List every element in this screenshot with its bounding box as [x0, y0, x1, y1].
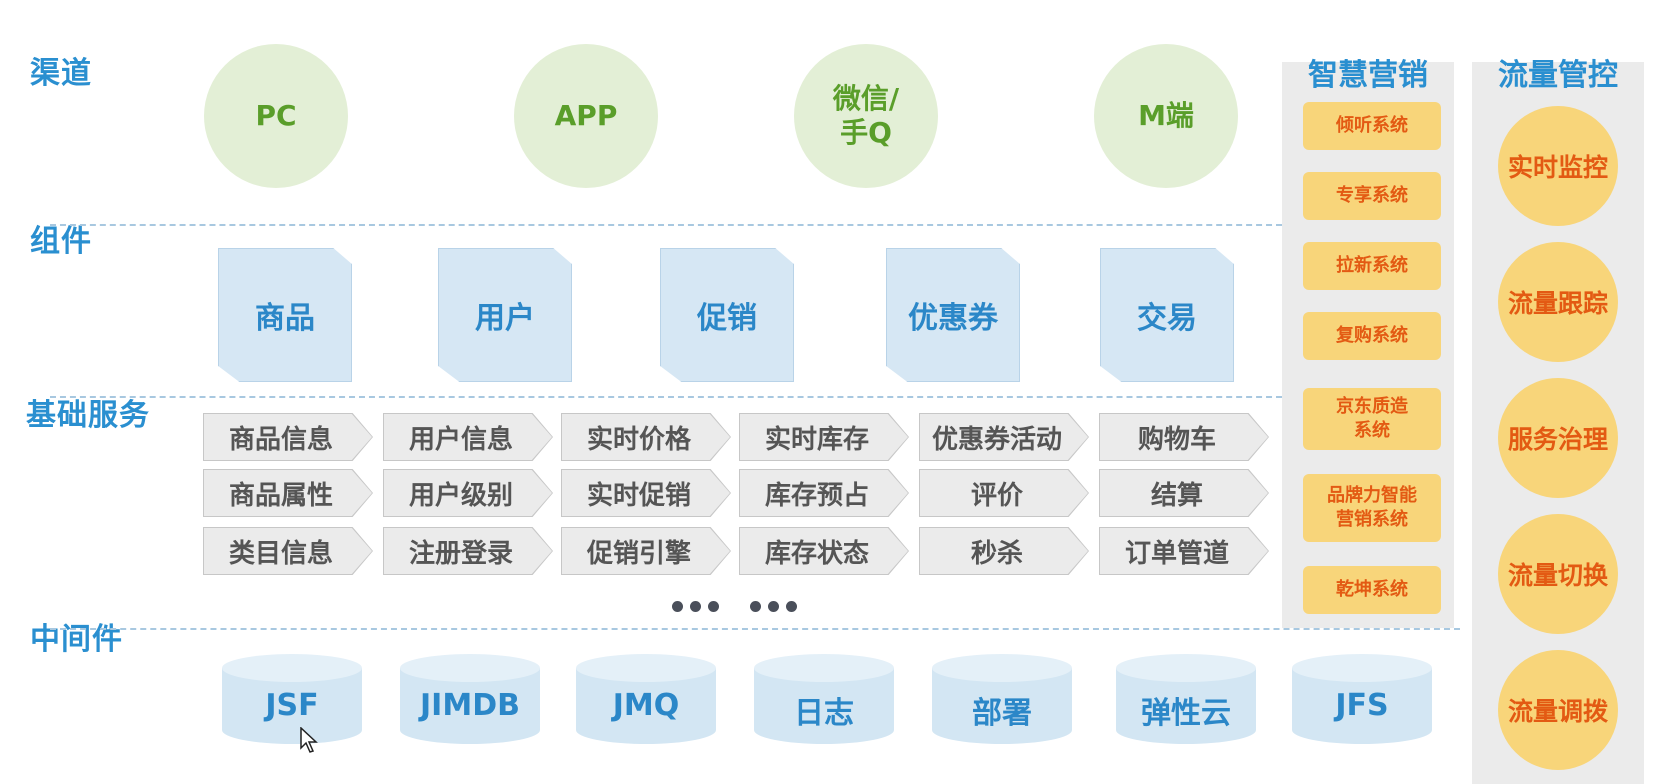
service-item: 评价 — [920, 470, 1088, 516]
service-item: 秒杀 — [920, 528, 1088, 574]
cylinder-top — [1116, 654, 1256, 682]
service-item: 实时库存 — [740, 414, 908, 460]
layer-label-components: 组件 — [30, 224, 92, 259]
service-item: 商品信息 — [204, 414, 372, 460]
divider-services-middleware — [50, 628, 1460, 630]
service-item: 实时促销 — [562, 470, 730, 516]
middleware-label: JMQ — [612, 688, 680, 723]
service-item: 购物车 — [1100, 414, 1268, 460]
layer-label-channels: 渠道 — [30, 56, 92, 91]
service-item: 订单管道 — [1100, 528, 1268, 574]
ellipsis-dot — [768, 601, 779, 612]
marketing-item-jd-quality: 京东质造 系统 — [1303, 388, 1441, 450]
middleware-cylinder: 弹性云 — [1116, 654, 1256, 744]
ellipsis-dot — [786, 601, 797, 612]
middleware-label: 部署 — [972, 696, 1032, 731]
service-item: 结算 — [1100, 470, 1268, 516]
service-item: 注册登录 — [384, 528, 552, 574]
service-item: 库存预占 — [740, 470, 908, 516]
traffic-item-governance: 服务治理 — [1498, 378, 1618, 498]
marketing-item-listen: 倾听系统 — [1303, 102, 1441, 150]
cylinder-top — [400, 654, 540, 682]
service-item: 用户信息 — [384, 414, 552, 460]
middleware-cylinder: JIMDB — [400, 654, 540, 744]
ellipsis-dot — [708, 601, 719, 612]
marketing-item-brand-power: 品牌力智能 营销系统 — [1303, 474, 1441, 542]
cylinder-top — [932, 654, 1072, 682]
middleware-cylinder: 日志 — [754, 654, 894, 744]
middleware-label: JIMDB — [420, 688, 520, 723]
component-trade: 交易 — [1100, 248, 1234, 382]
middleware-label: 日志 — [794, 696, 854, 731]
channel-app: APP — [514, 44, 658, 188]
channel-m: M端 — [1094, 44, 1238, 188]
middleware-cylinder: 部署 — [932, 654, 1072, 744]
marketing-item-exclusive: 专享系统 — [1303, 172, 1441, 220]
component-user: 用户 — [438, 248, 572, 382]
cylinder-top — [754, 654, 894, 682]
cylinder-top — [1292, 654, 1432, 682]
ellipsis-dot — [672, 601, 683, 612]
marketing-item-acquisition: 拉新系统 — [1303, 242, 1441, 290]
service-item: 商品属性 — [204, 470, 372, 516]
component-promotion: 促销 — [660, 248, 794, 382]
traffic-item-allocation: 流量调拨 — [1498, 650, 1618, 770]
service-item: 类目信息 — [204, 528, 372, 574]
middleware-label: JSF — [265, 688, 319, 723]
service-item: 实时价格 — [562, 414, 730, 460]
layer-label-middleware: 中间件 — [30, 622, 123, 657]
traffic-item-tracking: 流量跟踪 — [1498, 242, 1618, 362]
middleware-label: 弹性云 — [1141, 696, 1231, 731]
traffic-item-monitor: 实时监控 — [1498, 106, 1618, 226]
traffic-control-title: 流量管控 — [1498, 58, 1618, 93]
divider-components-services — [50, 396, 1282, 398]
ellipsis-dot — [750, 601, 761, 612]
service-item: 促销引擎 — [562, 528, 730, 574]
service-item: 用户级别 — [384, 470, 552, 516]
smart-marketing-title: 智慧营销 — [1308, 58, 1428, 93]
service-item: 库存状态 — [740, 528, 908, 574]
traffic-item-switch: 流量切换 — [1498, 514, 1618, 634]
mouse-cursor-icon — [300, 727, 318, 753]
cylinder-top — [222, 654, 362, 682]
middleware-cylinder: JFS — [1292, 654, 1432, 744]
middleware-cylinder: JMQ — [576, 654, 716, 744]
component-product: 商品 — [218, 248, 352, 382]
component-coupon: 优惠券 — [886, 248, 1020, 382]
middleware-cylinder: JSF — [222, 654, 362, 744]
cylinder-top — [576, 654, 716, 682]
layer-label-basic-services: 基础服务 — [26, 398, 150, 433]
service-item: 优惠券活动 — [920, 414, 1088, 460]
divider-channels-components — [50, 224, 1282, 226]
ellipsis-dot — [690, 601, 701, 612]
channel-wechat-qq: 微信/ 手Q — [794, 44, 938, 188]
marketing-item-qiankun: 乾坤系统 — [1303, 566, 1441, 614]
channel-pc: PC — [204, 44, 348, 188]
middleware-label: JFS — [1335, 688, 1389, 723]
marketing-item-repurchase: 复购系统 — [1303, 312, 1441, 360]
